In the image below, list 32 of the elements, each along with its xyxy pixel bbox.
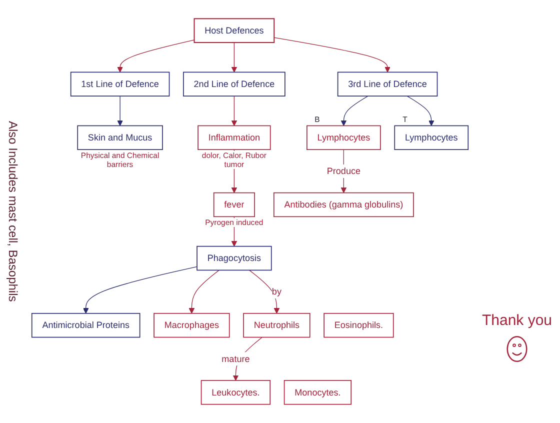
arrow (83, 266, 198, 314)
closing-note: Thank you (482, 312, 552, 329)
arrow (117, 96, 123, 126)
node-box: Inflammation (198, 125, 271, 150)
node-box: Skin and Mucus (77, 125, 163, 150)
arrow (231, 96, 238, 126)
node-box: 3rd Line of Defence (337, 72, 438, 96)
node-box: Leukocytes. (200, 380, 271, 405)
arrow (188, 270, 220, 314)
edge-label: by (272, 286, 282, 297)
node-box: Monocytes. (284, 380, 352, 405)
node-box: Phagocytosis (196, 246, 272, 271)
node-box: Eosinophils. (324, 312, 394, 338)
arrow (117, 40, 195, 72)
node-box: Lymphocytes (394, 125, 469, 150)
node-box: Lymphocytes (306, 125, 381, 150)
node-box: fever (213, 192, 255, 218)
edge-label: Produce (326, 166, 361, 176)
arrow (249, 270, 280, 314)
node-box: Neutrophils (243, 312, 310, 338)
arrow (406, 96, 434, 126)
node-box: Host Defences (194, 18, 275, 44)
arrow (274, 37, 390, 72)
node-box: 1st Line of Defence (70, 72, 170, 96)
node-box: Macrophages (154, 312, 230, 338)
arrow (340, 96, 368, 126)
node-box: Antibodies (gamma globulins) (273, 192, 414, 218)
edge-label: mature (222, 353, 250, 364)
side-note: Also Includes mast cell, Basophils (6, 121, 20, 302)
node-box: 2nd Line of Defence (183, 72, 286, 96)
node-box: Antimicrobial Proteins (31, 312, 140, 338)
arrow (231, 42, 238, 72)
